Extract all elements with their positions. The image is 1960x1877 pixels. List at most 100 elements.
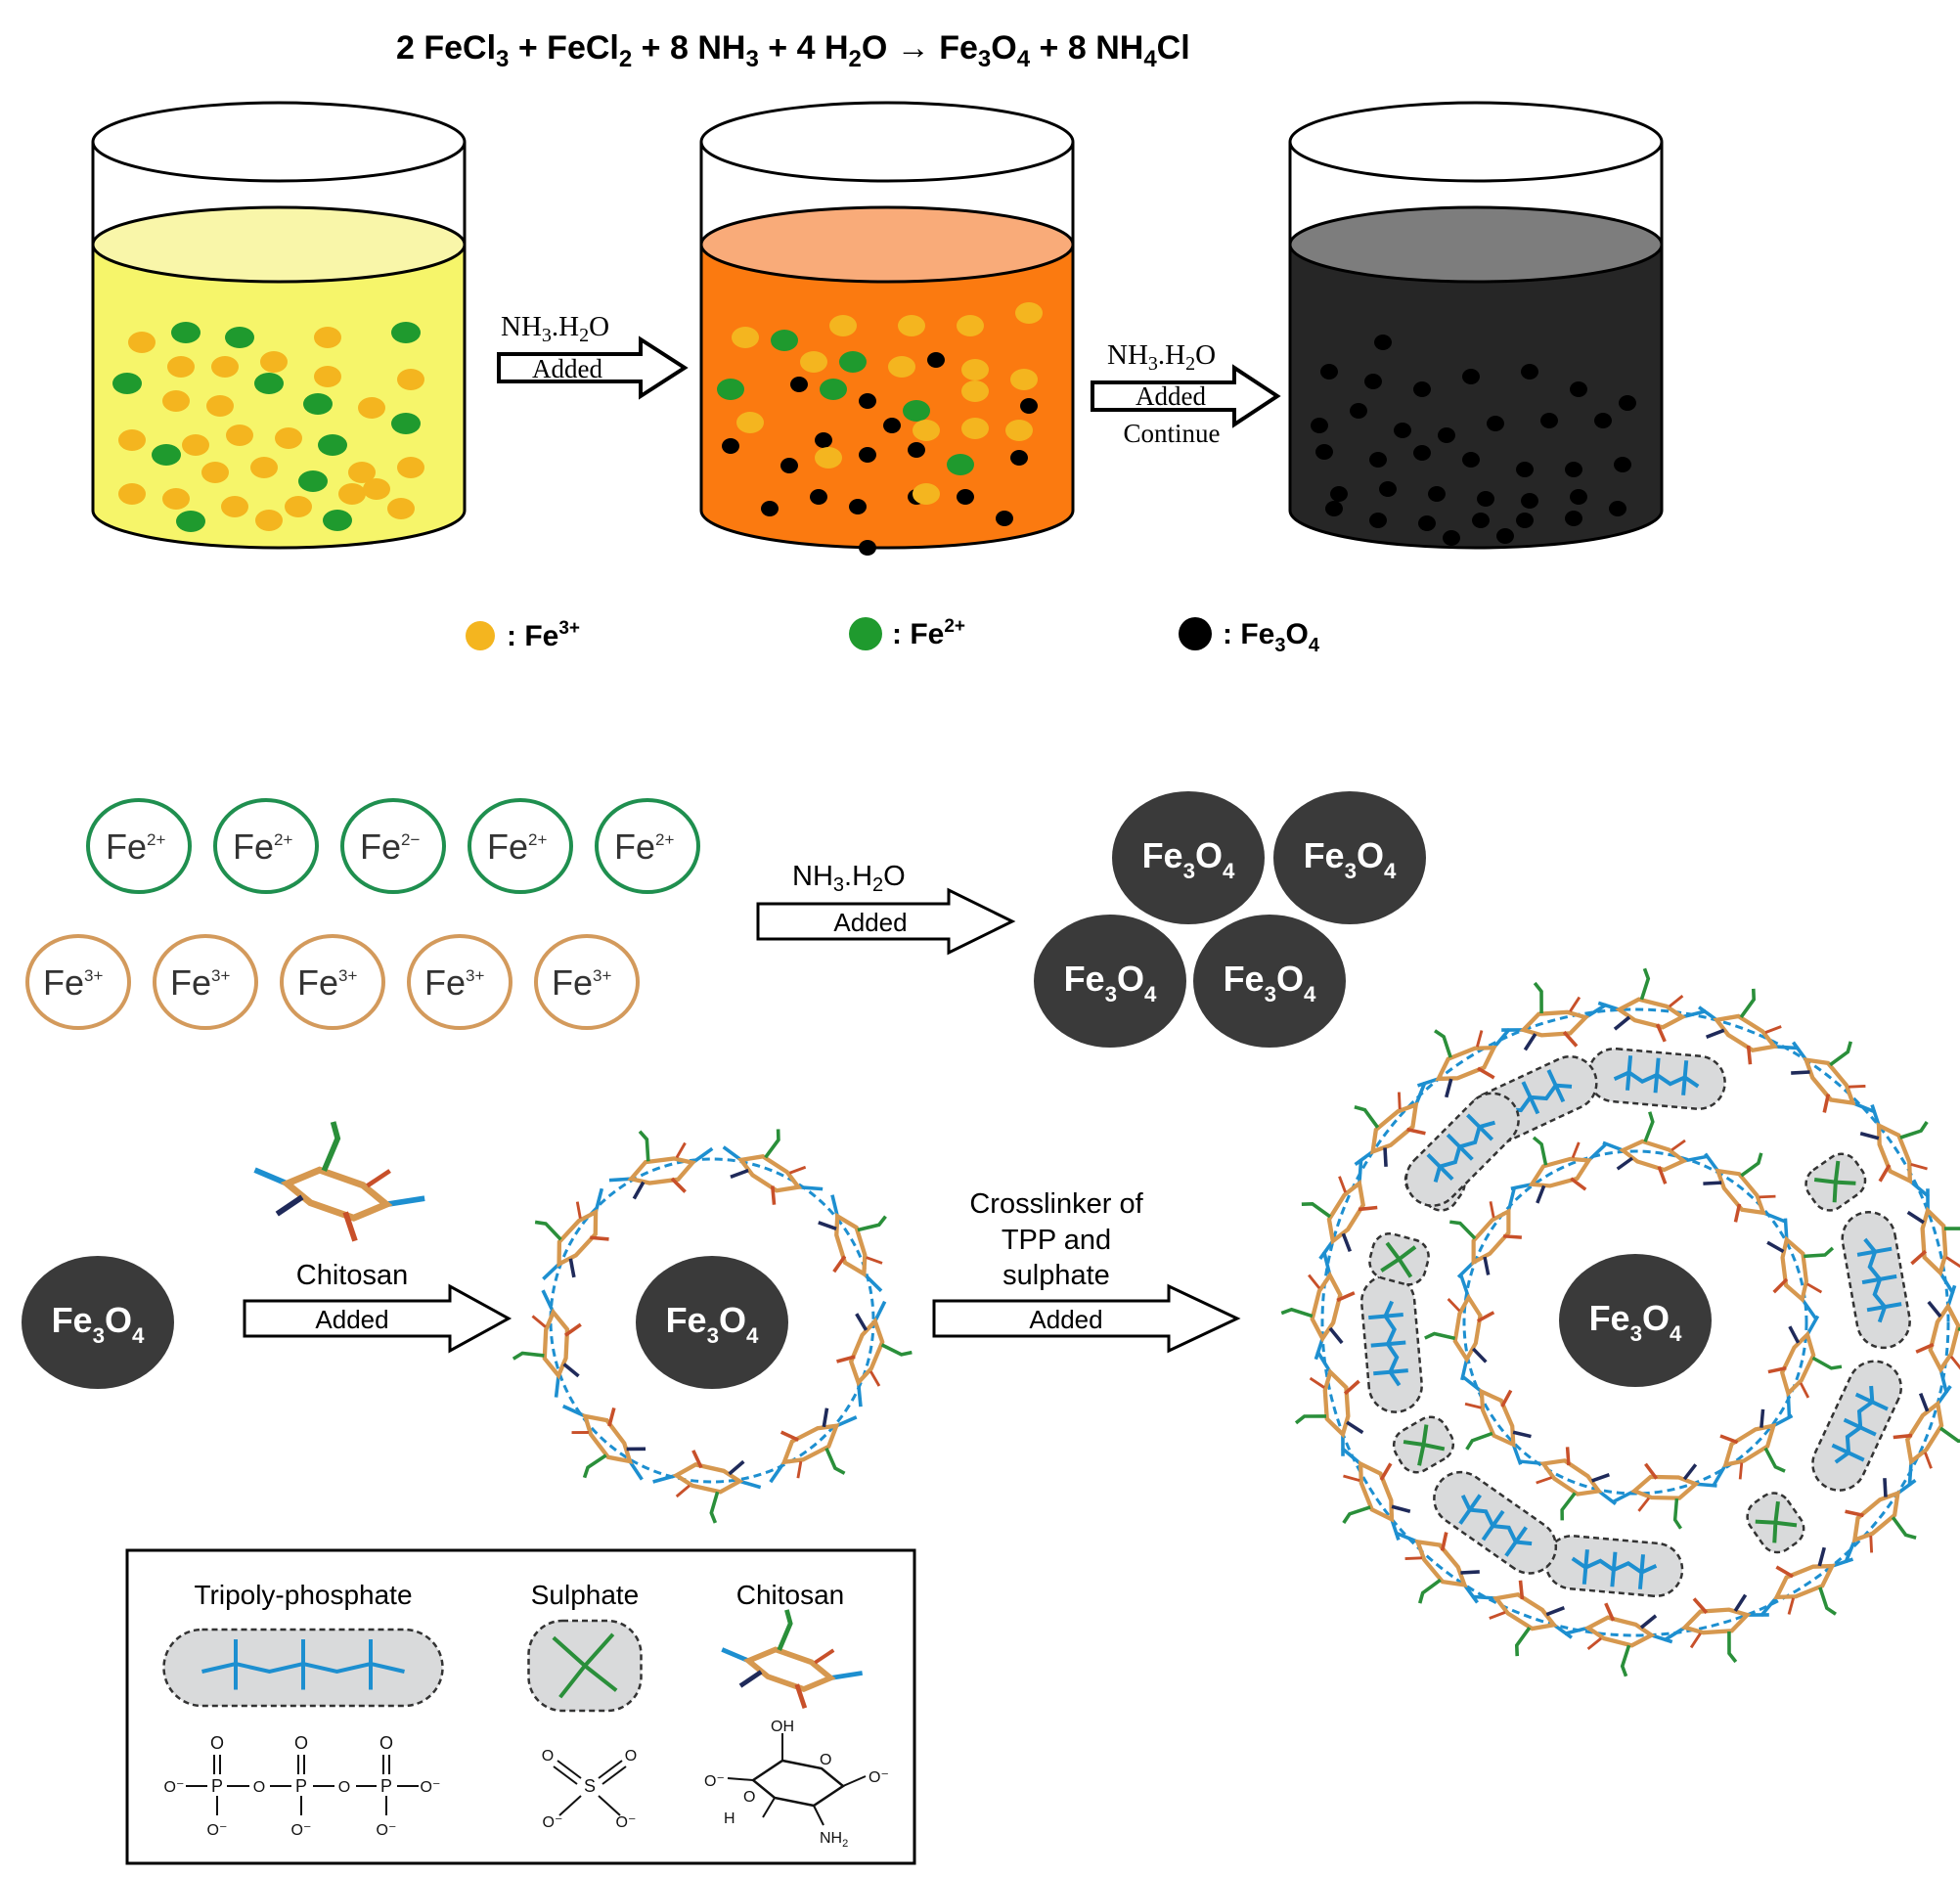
svg-text:Fe2+: Fe2+	[106, 827, 165, 867]
svg-text:NH3.H2O: NH3.H2O	[1107, 339, 1216, 375]
particle-dot	[1565, 511, 1582, 526]
sulphate-crosslinker	[527, 1619, 643, 1713]
svg-text:O⁻: O⁻	[291, 1822, 312, 1839]
svg-text:NH2: NH2	[820, 1830, 848, 1850]
particle-dot	[1320, 364, 1338, 380]
particle-dot	[226, 425, 253, 446]
chitosan-unit	[818, 1194, 887, 1293]
particle-dot	[1315, 444, 1333, 460]
chitosan-unit	[1416, 1027, 1511, 1098]
particle-dot	[397, 369, 424, 390]
particle-dot	[391, 413, 421, 434]
particle-dot	[1609, 501, 1626, 516]
svg-text:O: O	[542, 1748, 554, 1765]
svg-text:Fe3+: Fe3+	[43, 962, 103, 1003]
particle-dot	[225, 327, 254, 348]
svg-text:S: S	[584, 1776, 596, 1796]
chitosan-unit	[253, 1121, 425, 1242]
particle-dot	[1565, 462, 1582, 477]
chitosan-unit	[512, 1289, 582, 1398]
particle-dot	[1443, 530, 1460, 546]
particle-dot	[1369, 513, 1387, 528]
beaker-rim	[91, 101, 467, 183]
svg-text:Fe3O4: Fe3O4	[666, 1300, 759, 1348]
particle-dot	[387, 498, 415, 519]
svg-text:Continue: Continue	[1124, 419, 1221, 448]
chitosan-unit	[652, 1450, 762, 1524]
particle-dot	[780, 458, 798, 473]
fe3o4-particle: Fe3O4	[1112, 791, 1265, 924]
svg-text:O: O	[210, 1733, 224, 1753]
svg-text:2 FeCl3 + FeCl2 + 8 NH3 + 4 H2: 2 FeCl3 + FeCl2 + 8 NH3 + 4 H2O → Fe3O4 …	[396, 29, 1190, 72]
particle-dot	[829, 315, 857, 336]
chitosan-unit	[608, 1130, 714, 1200]
tpp-crosslinker	[1433, 1470, 1558, 1575]
particle-dot	[318, 434, 347, 456]
particle-dot	[221, 496, 248, 517]
chitosan-unit	[1301, 1158, 1378, 1261]
particle-dot	[118, 429, 146, 451]
particle-dot	[1379, 481, 1397, 497]
chitosan-unit	[1767, 1315, 1843, 1417]
chitosan-unit	[1915, 1284, 1960, 1394]
chitosan-unit	[1703, 1152, 1786, 1224]
legend-sulphate-label: Sulphate	[531, 1580, 640, 1610]
svg-text:Added: Added	[1029, 1305, 1102, 1334]
svg-text:O: O	[379, 1733, 393, 1753]
particle-dot	[1369, 452, 1387, 468]
particle-dot	[303, 393, 333, 415]
legend-tpp-label: Tripoly-phosphate	[194, 1580, 412, 1610]
particle-dot	[815, 432, 832, 448]
svg-text:Chitosan: Chitosan	[296, 1260, 408, 1291]
svg-text:Fe3O4: Fe3O4	[1224, 959, 1316, 1006]
particle-dot	[152, 444, 181, 466]
chitosan-unit-illustration	[253, 1121, 425, 1242]
beaker-liquid-surface	[1288, 205, 1664, 284]
particle-dot	[961, 418, 989, 439]
particle-dot	[839, 351, 867, 373]
beaker-mixing	[699, 101, 1075, 556]
particle-dot	[298, 470, 328, 492]
particle-dot	[1413, 445, 1431, 461]
svg-text:P: P	[295, 1776, 307, 1796]
particle-dot	[957, 489, 974, 505]
particle-dot	[314, 327, 341, 348]
particle-dot	[883, 418, 901, 433]
particle-dot	[717, 379, 744, 400]
svg-text:O⁻: O⁻	[543, 1814, 563, 1831]
chitosan-unit	[1449, 1187, 1522, 1278]
particle-dot	[363, 478, 390, 500]
chitosan-unit	[836, 1300, 913, 1408]
ion-fe3: Fe3+	[407, 934, 512, 1030]
particle-dot	[260, 351, 288, 373]
particle-dot	[903, 400, 930, 422]
svg-text:H: H	[724, 1810, 735, 1827]
particle-dot	[1325, 501, 1343, 516]
svg-text:Fe3+: Fe3+	[424, 962, 484, 1003]
legend-chitosan-label: Chitosan	[736, 1580, 845, 1610]
tpp-crosslinker	[1404, 1092, 1520, 1207]
particle-dot	[167, 356, 195, 378]
svg-text:P: P	[380, 1776, 392, 1796]
svg-text:Fe2+: Fe2+	[487, 827, 547, 867]
particle-dot	[397, 457, 424, 478]
sulphate-crosslinker	[1746, 1492, 1805, 1554]
arrow-crosslinker-added: Crosslinker of TPP and sulphate Added	[932, 1188, 1241, 1354]
sulphate-crosslinker	[1804, 1152, 1867, 1212]
svg-text:sulphate: sulphate	[1002, 1260, 1110, 1291]
chitosan-unit	[1519, 1447, 1617, 1521]
sulphate-crosslinker	[1368, 1232, 1430, 1286]
ion-fe2: Fe2+	[468, 798, 573, 894]
tpp-crosslinker	[1811, 1360, 1902, 1492]
fe3o4-particle: Fe3O4	[1034, 915, 1186, 1048]
beaker-liquid	[699, 243, 1075, 550]
particle-dot	[815, 447, 842, 469]
beaker-fe3o4	[1288, 101, 1664, 550]
svg-text:O⁻: O⁻	[869, 1769, 889, 1786]
svg-text:Added: Added	[315, 1305, 388, 1334]
svg-text:: Fe3O4: : Fe3O4	[1223, 618, 1320, 656]
